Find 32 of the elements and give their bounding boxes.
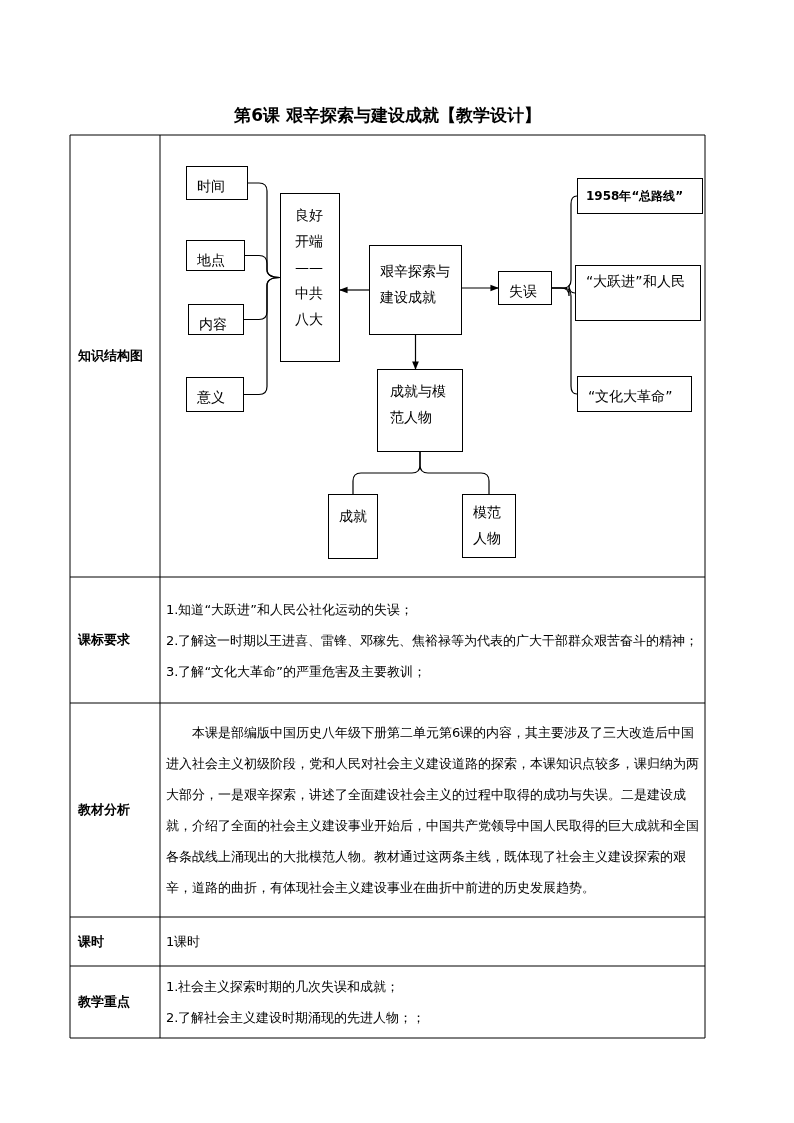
concept-box: “大跃进”和人民 — [575, 265, 701, 321]
row-heading: 课标要求 — [78, 631, 131, 649]
concept-box: 意义 — [186, 377, 244, 412]
arrow — [412, 334, 419, 370]
list-item: 2.了解这一时期以王进喜、雷锋、邓稼先、焦裕禄等为代表的广大干部群众艰苦奋斗的精神； — [166, 631, 700, 650]
list-item: 2.了解社会主义建设时期涌现的先进人物；； — [166, 1009, 427, 1027]
row-heading: 课时 — [78, 932, 105, 951]
row-heading: 教材分析 — [78, 801, 131, 819]
page-title: 第6课 艰辛探索与建设成就【教学设计】 — [233, 104, 542, 127]
list-item: 3.了解“文化大革命”的严重危害及主要教训； — [166, 662, 427, 681]
concept-box: 失误 — [498, 271, 552, 305]
brace-connector — [551, 287, 578, 395]
concept-box: “文化大革命” — [577, 376, 692, 412]
concept-box: 成就 — [328, 494, 378, 559]
concept-box: 艰辛探索与建设成就 — [369, 245, 462, 335]
concept-box: 地点 — [186, 240, 245, 271]
concept-box: 1958年“总路线” — [577, 178, 703, 214]
arrow — [461, 284, 499, 292]
concept-box: 时间 — [186, 166, 248, 200]
paragraph-text: 本课是部编版中国历史八年级下册第二单元第6课的内容，其主要涉及了三大改造后中国进入社会主义初级阶段，党和人民对社会主义建设道路的探索，本课知识点较多，课归纳为两大部分，一是艰辛探索，讲述了全面建设社会主义的过程中取得的成功与失误。二是建设成就，介绍了全面的社会主义建设事业开始后，中国共产党领导中国人民取得的巨大成就和全国各条战线上涌现出的大批模范人物。教材通过这两条主线，既体现了社会主义建设探索的艰辛，道路的曲折，有体现社会主义建设事业在曲折中前进的历史发展趋势。 — [166, 724, 700, 897]
concept-box: 内容 — [188, 304, 244, 335]
row-heading: 教学重点 — [78, 993, 131, 1011]
arrow — [339, 286, 370, 294]
list-item: 1.知道“大跃进”和人民公社化运动的失误； — [166, 600, 414, 619]
list-item: 1.社会主义探索时期的几次失误和成就； — [166, 978, 401, 996]
brace-connector — [243, 276, 281, 396]
brace-connector — [419, 451, 490, 495]
concept-box: 模范人物 — [462, 494, 516, 558]
concept-box: 成就与模范人物 — [377, 369, 463, 452]
row-heading: 知识结构图 — [78, 347, 144, 365]
list-item: 1课时 — [166, 933, 202, 951]
concept-box: 良好开端——中共八大 — [280, 193, 340, 362]
